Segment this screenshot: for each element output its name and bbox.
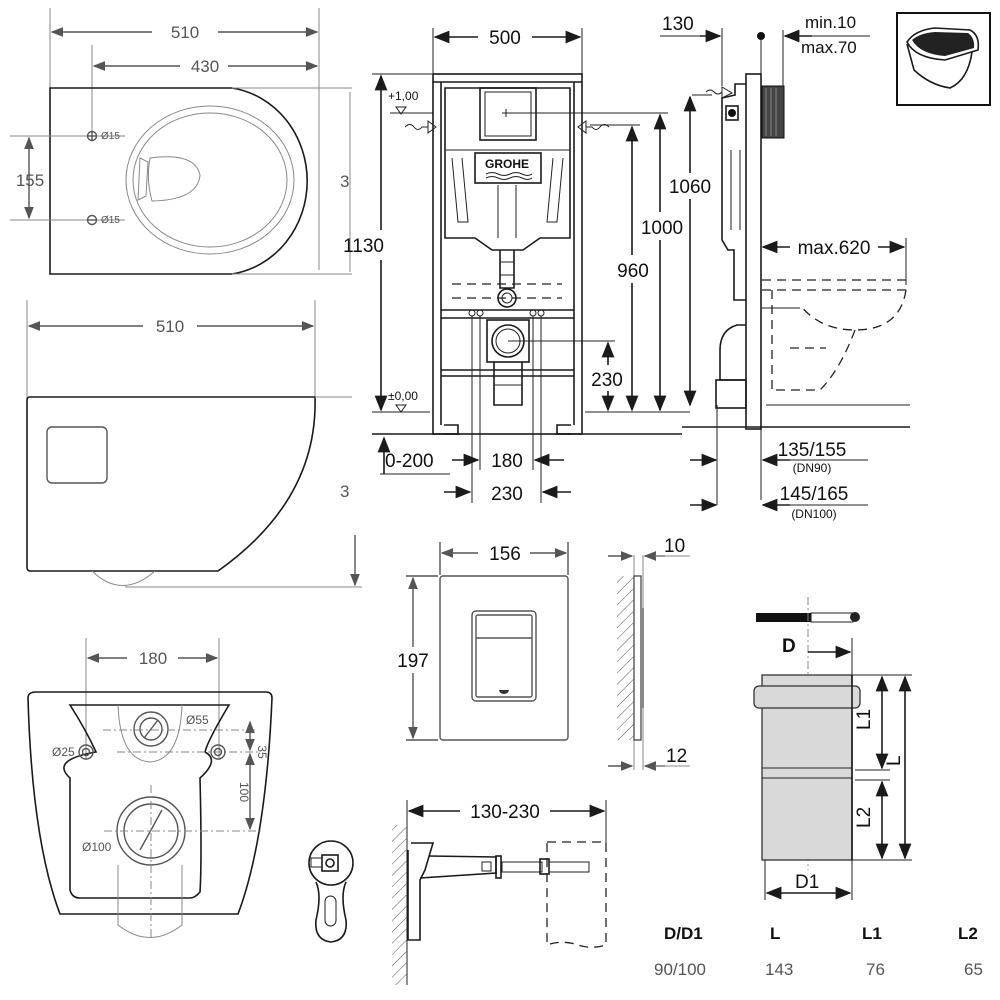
dim-plate-width: 156 <box>489 544 521 565</box>
dim-frame-width: 500 <box>489 28 521 49</box>
hole-diameter-top: Ø15 <box>101 131 120 142</box>
inlet-diameter: Ø55 <box>186 713 209 727</box>
table-cell-d: 90/100 <box>654 960 706 979</box>
dim-hole-distance: 430 <box>191 57 219 76</box>
dim-inlet-height: 960 <box>617 261 649 282</box>
table-cell-l2: 65 <box>964 960 983 979</box>
panel-min: min.10 <box>805 13 856 32</box>
dim-frame-depth: 130 <box>662 14 694 35</box>
brand-logo: GROHE <box>485 157 529 171</box>
label-d1: D1 <box>795 872 819 893</box>
dim-side-height: 1060 <box>669 177 711 198</box>
level-top: +1,00 <box>388 89 419 103</box>
dim-frame-height: 1130 <box>343 236 384 257</box>
flush-plate-front: 156 197 <box>397 542 569 741</box>
table-cell-l: 143 <box>765 960 793 979</box>
level-floor: ±0,00 <box>388 389 418 403</box>
label-l: L <box>884 755 905 766</box>
dn100-label: (DN100) <box>791 507 836 521</box>
frame-side-view: 130 min.10 max.70 1060 max.620 <box>660 13 910 521</box>
dim-floor-adjust: 0-200 <box>385 451 434 472</box>
dim-plate-depth-top: 10 <box>664 536 685 557</box>
dim-inlet-offset: 35 <box>255 745 269 759</box>
dim-dn90-offset: 135/155 <box>778 440 847 461</box>
dn90-label: (DN90) <box>793 461 832 475</box>
label-d: D <box>782 636 796 657</box>
dim-outlet-height: 230 <box>591 370 623 391</box>
keyhole-bracket-icon <box>308 840 354 943</box>
bowl-rear-view: 180 Ø25 Ø55 Ø100 35 100 <box>27 638 273 940</box>
dim-fixing-spacing: 180 <box>139 649 167 668</box>
dim-outlet-offset: 100 <box>237 782 251 802</box>
wall-bracket: 130-230 <box>392 800 607 985</box>
fixing-diameter: Ø25 <box>52 745 75 759</box>
dim-bowl-length: 510 <box>156 317 184 336</box>
dim-dn100-offset: 145/165 <box>780 484 849 505</box>
dim-bracket-range: 130-230 <box>470 802 540 823</box>
dim-hole-spacing: 155 <box>16 171 44 190</box>
dim-bowl-side-height-clipped: 3 <box>340 482 349 501</box>
label-l1: L1 <box>854 709 875 730</box>
table-header-l1: L1 <box>862 924 882 943</box>
bowl-top-view: 510 430 155 Ø15 Ø15 3 1 <box>10 8 367 275</box>
wall-hung-toilet-icon <box>896 12 991 106</box>
panel-max: max.70 <box>801 38 857 57</box>
dim-plate-height: 197 <box>397 651 429 672</box>
pipe-connector: D L1 L2 L D1 <box>753 597 912 900</box>
label-l2: L2 <box>854 807 875 828</box>
dim-flush-height: 1000 <box>641 218 683 239</box>
hole-diameter-bottom: Ø15 <box>101 215 120 226</box>
table-cell-l1: 76 <box>866 960 885 979</box>
dim-bolt-inner: 180 <box>491 451 523 472</box>
flush-plate-side: 10 12 <box>608 536 690 771</box>
connector-dimension-table: D/D1 L L1 L2 90/100 143 76 65 <box>654 924 983 979</box>
bowl-side-view: 510 3 <box>26 300 362 588</box>
frame-front-view: 500 1130 +1,00 ±0,00 GROHE <box>343 28 690 505</box>
table-header-l: L <box>770 924 780 943</box>
dim-plate-depth-bottom: 12 <box>666 746 687 767</box>
dim-max-projection: max.620 <box>798 238 871 259</box>
table-header-d: D/D1 <box>664 924 703 943</box>
outlet-diameter: Ø100 <box>82 840 112 854</box>
dim-bolt-outer: 230 <box>491 484 523 505</box>
dim-bowl-width: 510 <box>171 23 199 42</box>
table-header-l2: L2 <box>958 924 978 943</box>
dim-bowl-height-clipped: 3 <box>340 172 349 191</box>
